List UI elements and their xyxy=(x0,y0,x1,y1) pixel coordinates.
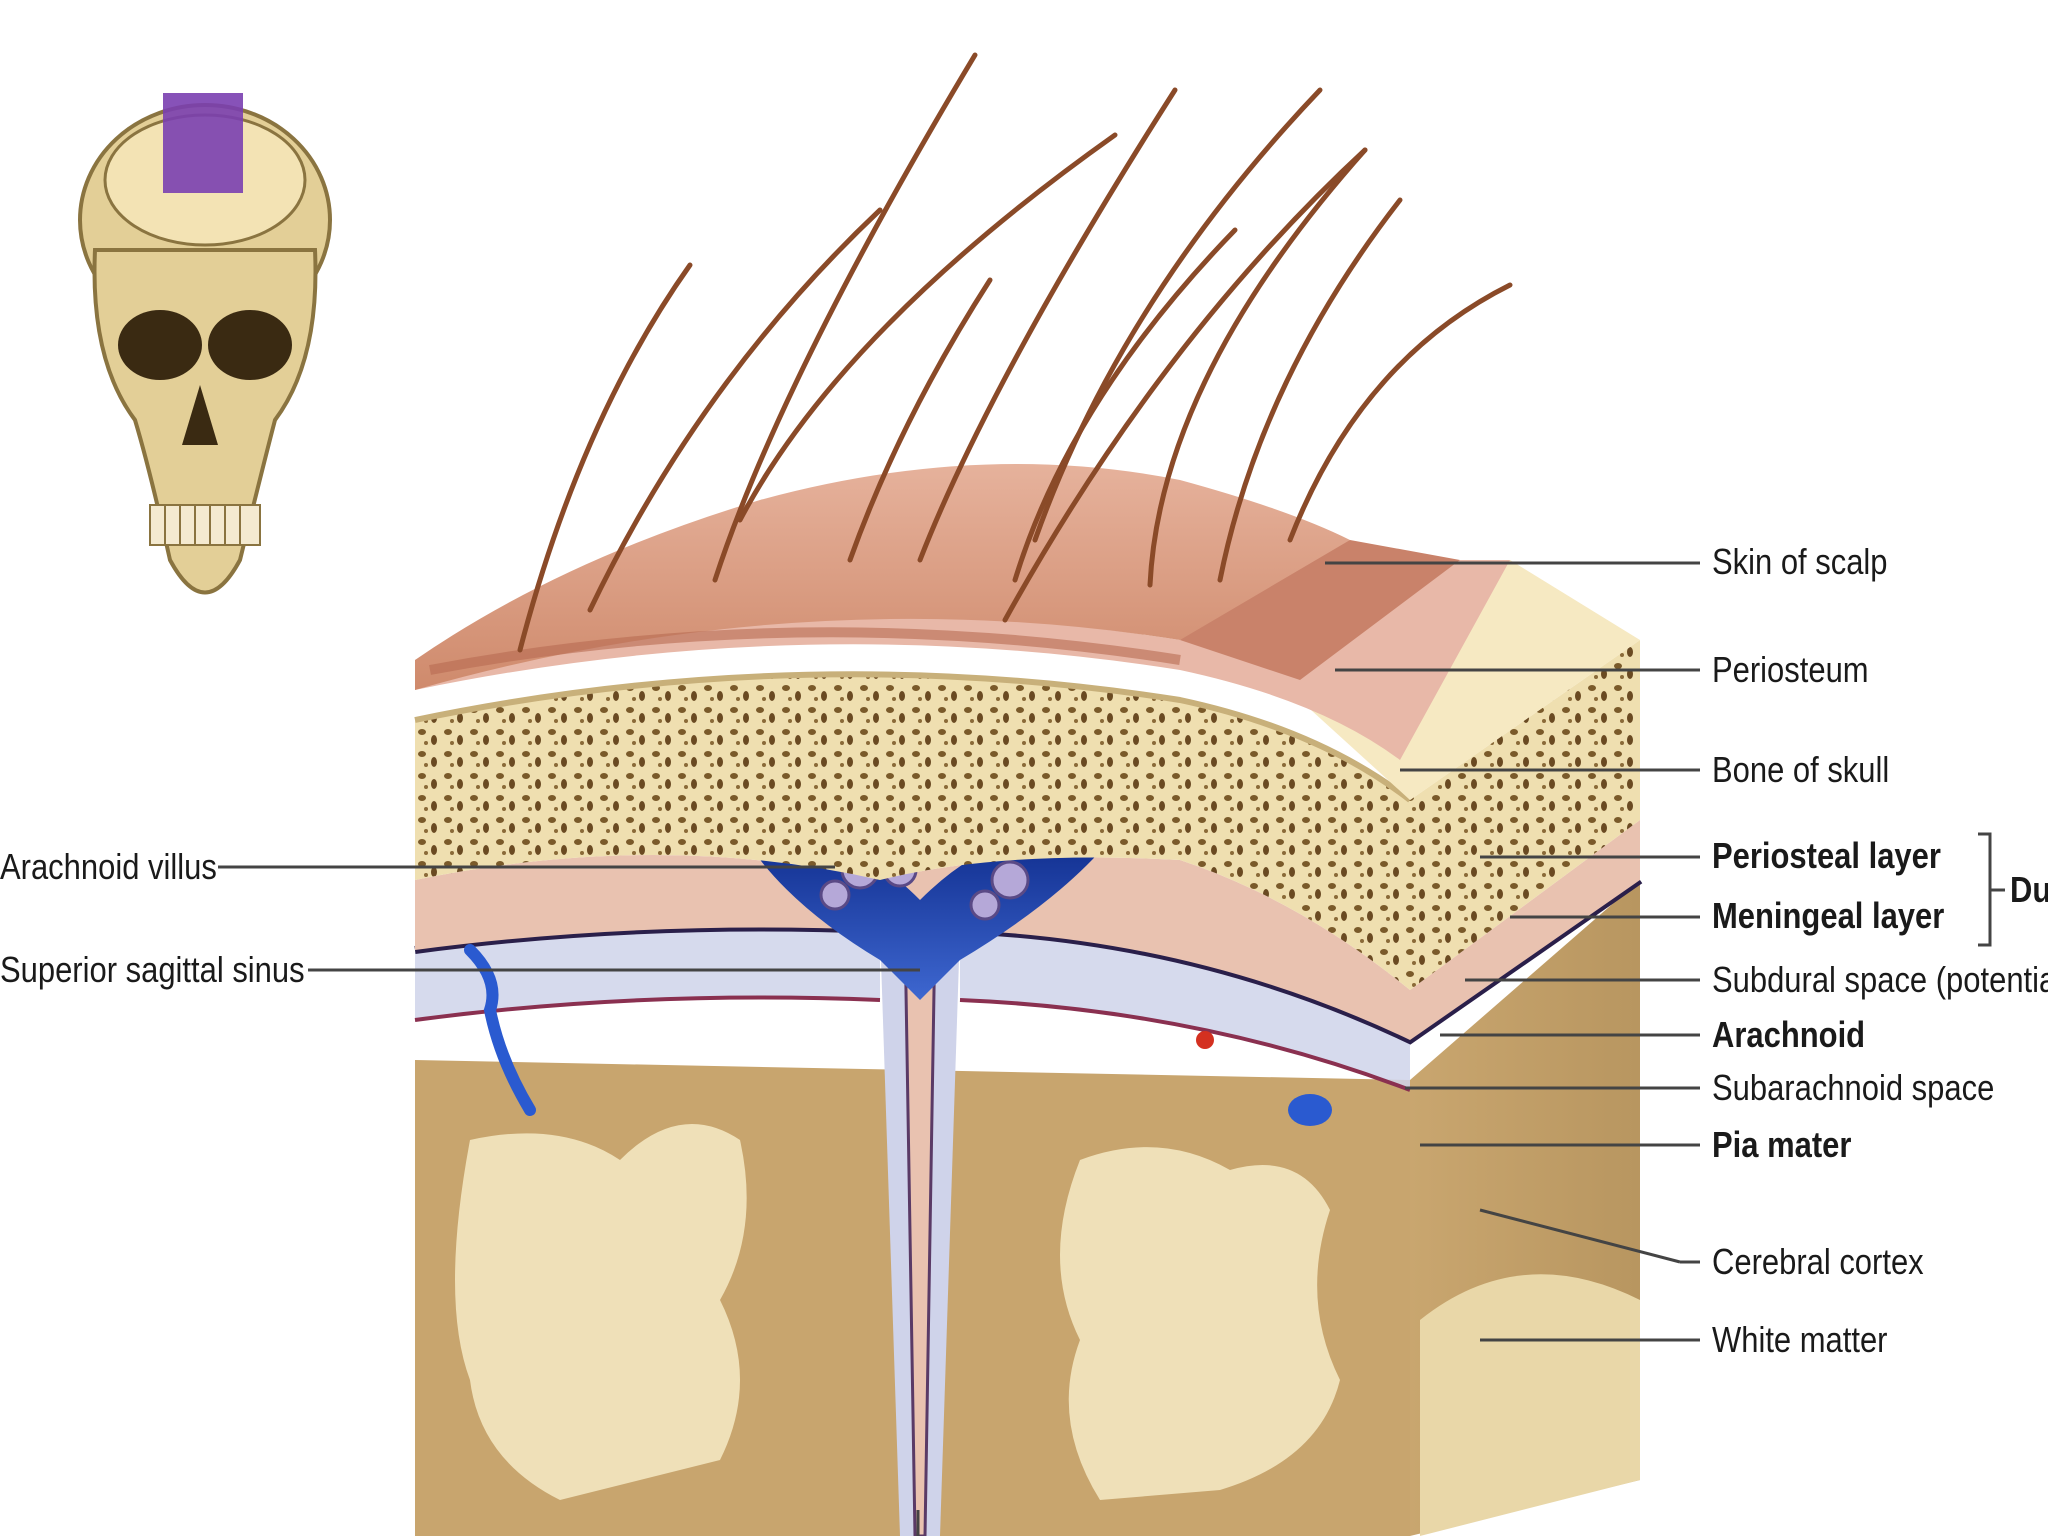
section-highlight xyxy=(163,93,243,193)
label-subarachnoid-space: Subarachnoid space xyxy=(1712,1067,1995,1108)
hair-strands xyxy=(517,52,1513,653)
white-matter-left xyxy=(455,1124,747,1500)
label-subdural-space: Subdural space (potentia xyxy=(1712,959,2048,1000)
label-periosteal-layer: Periosteal layer xyxy=(1712,835,1941,876)
bone-of-skull xyxy=(415,640,1640,990)
label-arachnoid: Arachnoid xyxy=(1712,1014,1866,1055)
skin-side-face xyxy=(1180,540,1460,680)
vein-right xyxy=(1288,1094,1332,1126)
leader-lines xyxy=(218,561,2005,1536)
skull-icon xyxy=(78,93,332,595)
tissue-block xyxy=(414,52,1643,1536)
label-skin-of-scalp: Skin of scalp xyxy=(1712,541,1888,582)
dura-mater xyxy=(415,820,1640,1040)
label-cerebral-cortex: Cerebral cortex xyxy=(1712,1241,1924,1282)
label-meningeal-layer: Meningeal layer xyxy=(1712,895,1945,936)
label-arachnoid-villus: Arachnoid villus xyxy=(0,846,217,887)
artery xyxy=(1196,1031,1214,1049)
white-matter-right xyxy=(1060,1147,1340,1500)
skin-of-scalp xyxy=(415,464,1350,690)
pia-mater-line-right xyxy=(959,998,1411,1092)
label-white-matter: White matter xyxy=(1712,1319,1888,1360)
label-bone-of-skull: Bone of skull xyxy=(1712,749,1890,790)
pia-mater-line-left xyxy=(414,995,881,1022)
label-superior-sagittal-sinus: Superior sagittal sinus xyxy=(0,949,305,990)
white-matter-side xyxy=(1420,1274,1640,1536)
label-pia-mater: Pia mater xyxy=(1712,1124,1852,1165)
arachnoid-line-right xyxy=(959,876,1643,1045)
label-dura-bracket: Du xyxy=(2010,869,2048,910)
label-periosteum: Periosteum xyxy=(1712,649,1869,690)
subarachnoid-right xyxy=(960,930,1410,1090)
